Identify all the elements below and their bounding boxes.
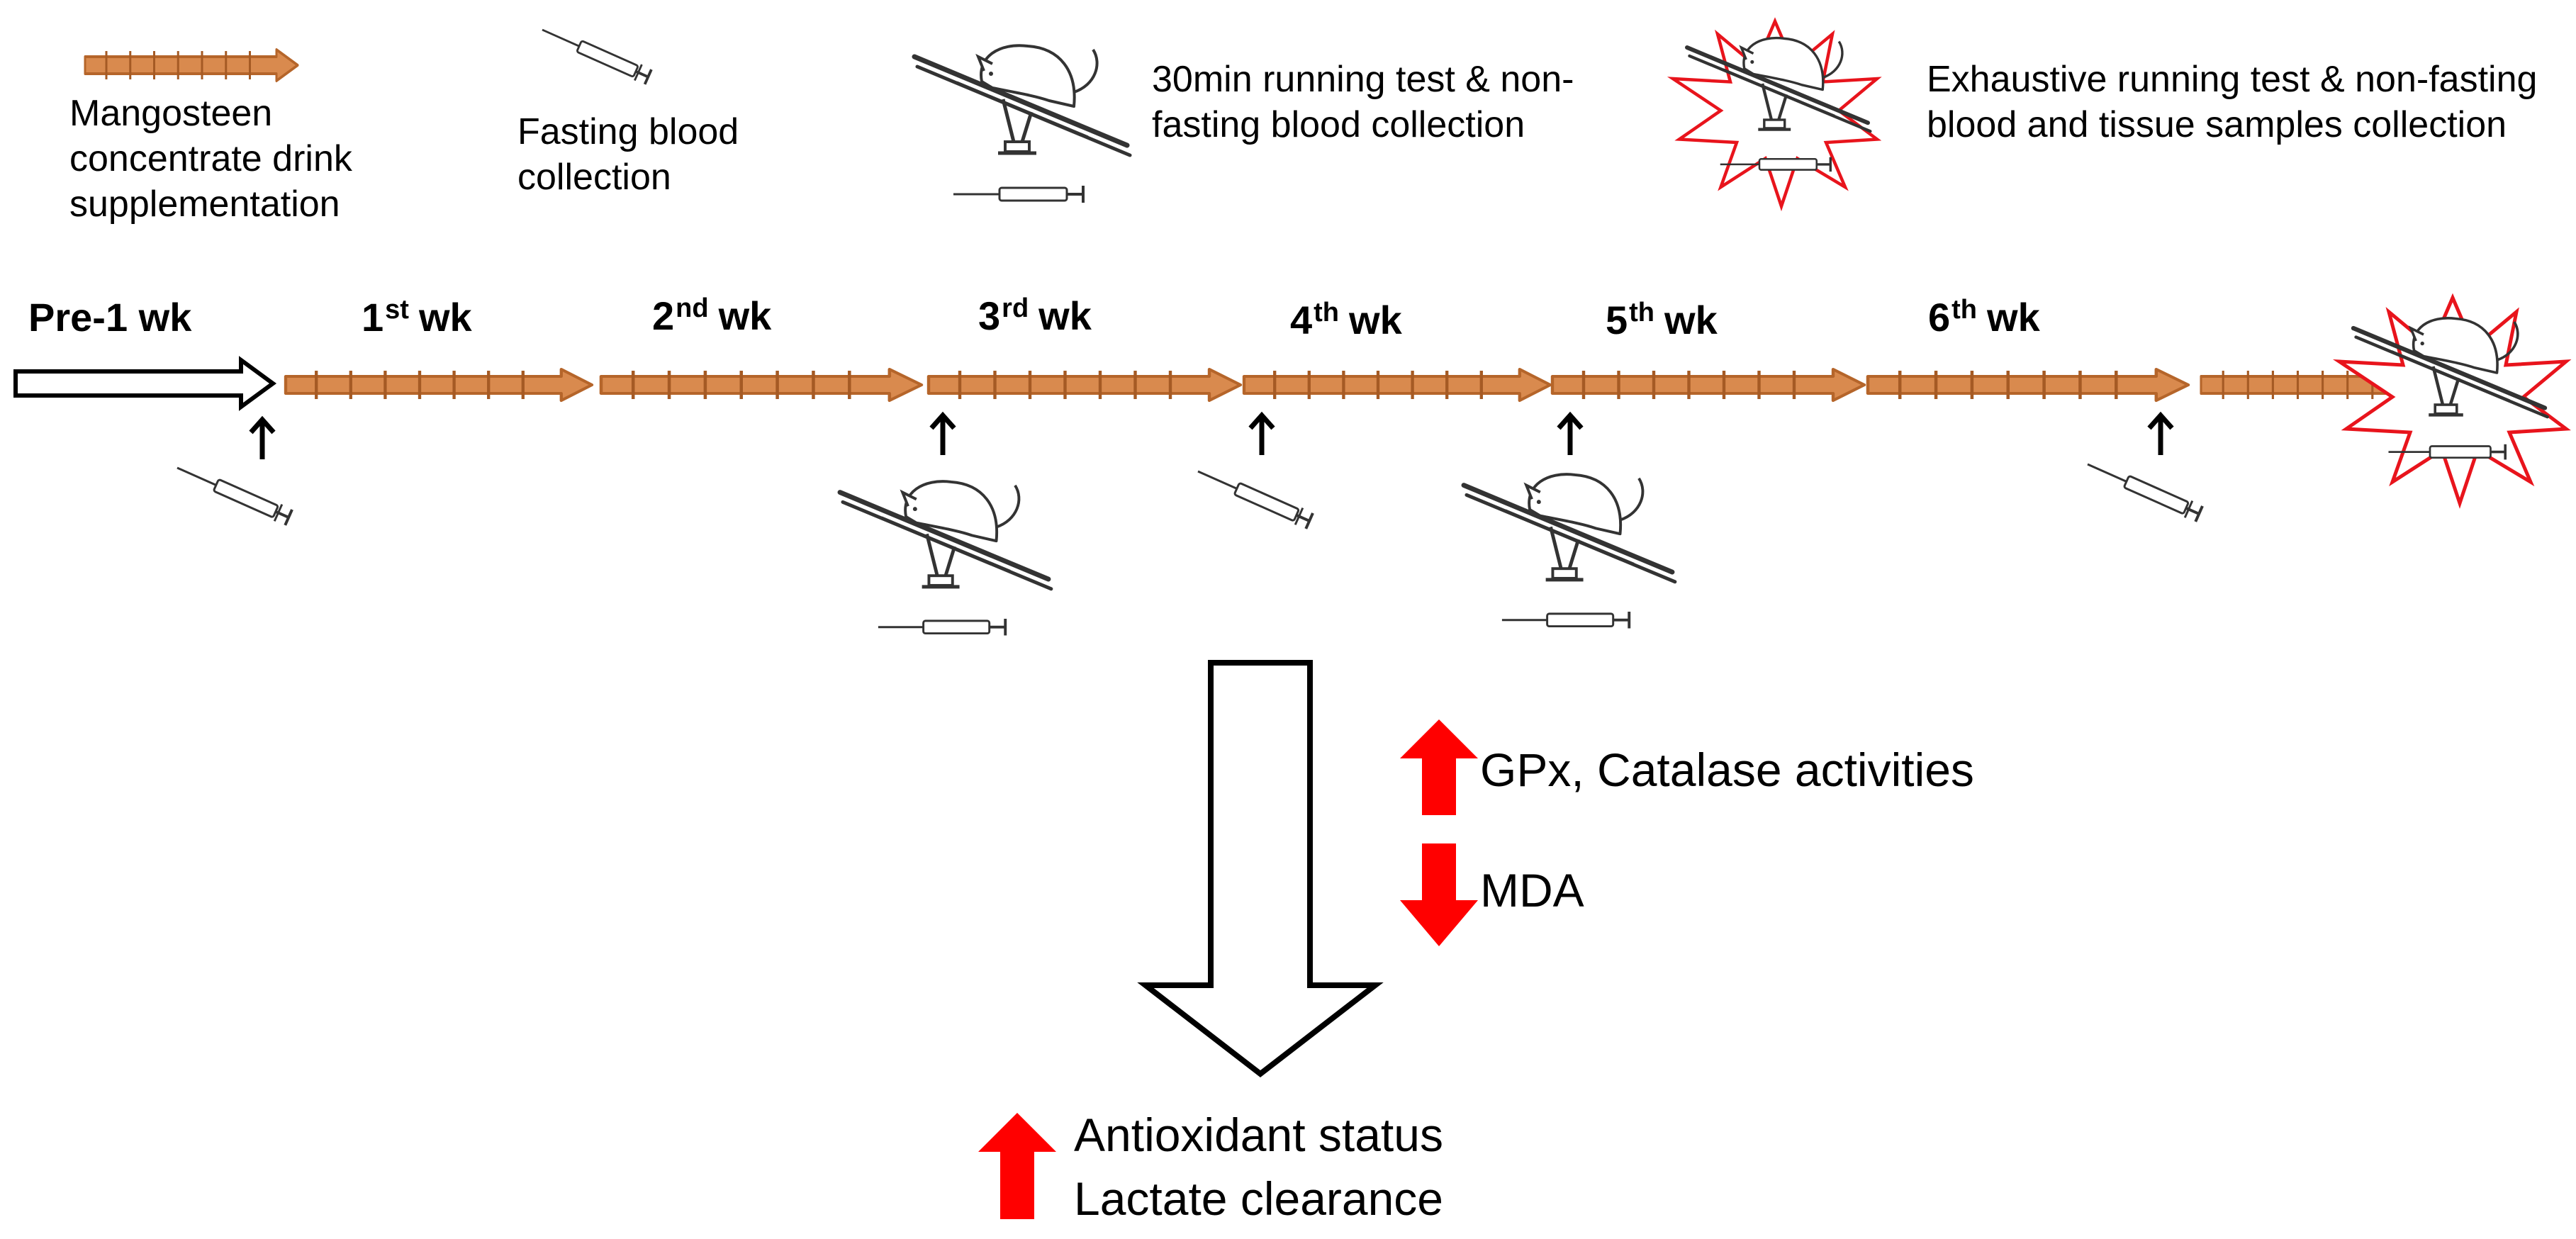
outcome-antioxidant-status: Antioxidant status — [1074, 1109, 1443, 1161]
legend-exhaustive-label: Exhaustive running test & non-fasting bl… — [1927, 59, 2538, 145]
increase-arrow-icon — [1400, 719, 1478, 815]
legend-running-label: 30min running test & non-fasting blood c… — [1152, 59, 1574, 145]
legend-fasting-label: Fasting blood collection — [517, 111, 739, 198]
effect-mda: MDA — [1480, 864, 1584, 916]
week-label-pre: Pre-1 wk — [28, 295, 192, 340]
legend-fasting-syringe-icon — [537, 20, 654, 86]
week-4-supplement-arrow — [1244, 369, 1550, 400]
week-2-supplement-arrow — [601, 369, 922, 400]
outcome-increase-arrow-icon — [978, 1113, 1056, 1219]
fasting-syringe-icon — [2082, 454, 2205, 524]
running-test-icon — [840, 481, 1051, 635]
exhaustive-test-icon — [2339, 298, 2566, 503]
pre-week-arrow — [13, 356, 277, 411]
effect-gpx-catalase: GPx, Catalase activities — [1480, 744, 1974, 796]
outcome-lactate-clearance: Lactate clearance — [1074, 1172, 1444, 1225]
week-5-supplement-arrow — [1552, 369, 1864, 400]
legend-exhaustive-test-icon — [1673, 21, 1877, 206]
week-1-supplement-arrow — [286, 369, 592, 400]
week-6-supplement-arrow — [1868, 369, 2188, 400]
sampling-marker-arrow — [931, 415, 954, 455]
sampling-marker-arrow — [1250, 415, 1273, 455]
running-test-icon — [1464, 474, 1675, 628]
legend-running-test-icon — [914, 45, 1130, 203]
supplementation-timeline — [286, 369, 2424, 400]
sampling-marker-arrow — [1559, 415, 1581, 455]
outcome-flow-arrow — [1137, 660, 1384, 1078]
fasting-syringe-icon — [1192, 461, 1315, 531]
legend-supplement-label: Mangosteen concentrate drink supplementa… — [69, 93, 352, 225]
decrease-arrow-icon — [1400, 843, 1478, 946]
sampling-marker-arrow — [2149, 415, 2172, 455]
fasting-syringe-icon — [172, 458, 294, 527]
sampling-marker-arrow — [251, 420, 274, 459]
week-3-supplement-arrow — [929, 369, 1241, 400]
legend-supplement-arrow-icon — [84, 48, 299, 82]
